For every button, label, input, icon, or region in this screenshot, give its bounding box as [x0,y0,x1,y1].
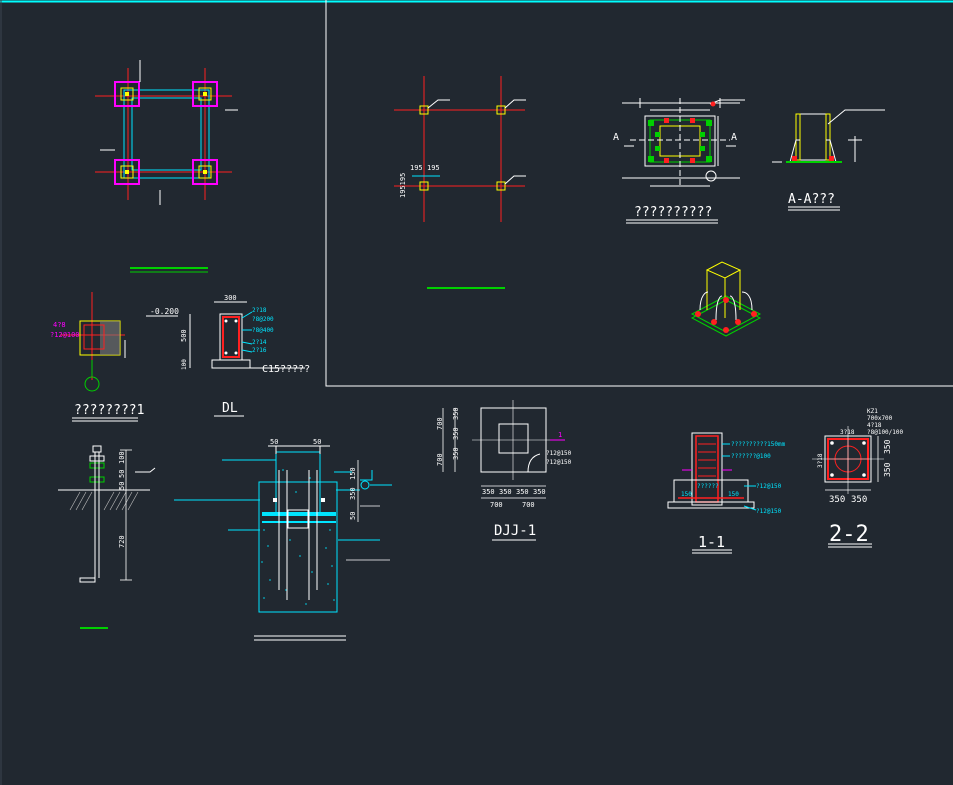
section-11-drawing [667,432,757,554]
djj-dim-700-h2: 700 [522,501,535,509]
djj-note-f12-a: ?12@150 [546,450,572,457]
detail-1-title: ????????1 [74,403,144,418]
section-aa-title: A-A??? [788,192,835,207]
dl-note-2f14: 2?14 [252,339,267,346]
axis-grid-plan [394,76,526,289]
s11-note-mid: ???????@100 [731,453,771,460]
section-22-drawing [812,426,884,548]
djj-dim-350-v2: 350 [452,427,460,440]
djj-dim-350-h3: 350 [516,488,529,496]
djj-dim-350-v1: 350 [452,407,460,420]
found-dim-150: 150 [349,467,357,480]
column-base-plan [622,98,745,224]
section-mark-a-left: A [613,132,619,143]
column-foundation-section [174,445,392,641]
detail-1-note-f12: ?12@100 [50,331,80,339]
s22-dim-350-h2: 350 [851,495,867,505]
djj-dim-700-h1: 700 [490,501,503,509]
s22-note-e: 3?18 [817,453,824,468]
djj-section-mark-1: 1 [558,431,562,439]
anchor-bolt-detail [58,445,156,629]
found-dim-350: 350 [349,487,357,500]
isometric-base-3d [690,261,762,337]
s11-note-r2: ?12@150 [756,508,782,515]
dim-195-a: 195 [410,164,423,172]
s11-note-small: ?????? [697,483,719,490]
section-mark-a-right: A [731,132,737,143]
djj-title: DJJ-1 [494,523,536,539]
djj-dim-700-v1: 700 [436,417,444,430]
dl-title: DL [222,401,238,416]
dl-note-f8-400: ?8@400 [252,327,274,334]
s11-dim-150-l: 150 [681,491,692,498]
found-dim-50-c: 50 [349,512,357,520]
section-22-title: 2-2 [829,522,869,547]
bolt-dim-100: 100 [118,451,126,464]
dl-dim-500: 500 [180,329,188,342]
detail-1-drawing [60,292,138,422]
s11-note-r1: ?12@150 [756,483,782,490]
s22-dim-350-h1: 350 [829,495,845,505]
base-plan-title: ?????????? [634,205,712,220]
s22-note-c: ?8@100/100 [867,429,904,436]
s22-note-b: 4?18 [867,422,882,429]
djj-dim-700-v2: 700 [436,453,444,466]
s11-note-top: ??????????150mm [731,441,786,448]
section-aa-drawing [772,109,885,211]
dim-195195: 195195 [399,173,407,198]
s22-dim-350-v2: 350 [883,462,892,477]
djj-note-f12-b: ?12@150 [546,459,572,466]
s11-dim-150-r: 150 [728,491,739,498]
dl-elevation: -0.200 [150,307,179,316]
column-frame-plan [95,60,238,273]
s22-note-d: 3?18 [840,429,855,436]
s22-note-kz: KZ1 [867,408,878,415]
found-dim-50-b: 50 [313,438,321,446]
dl-note-2f18: 2?18 [252,307,267,314]
dl-note-2f16: 2?16 [252,347,267,354]
djj-dim-350-v3: 350 [452,447,460,460]
dl-dim-300: 300 [224,294,237,302]
djj-dim-350-h2: 350 [499,488,512,496]
dl-note-f8-200: ?8@200 [252,316,274,323]
djj-1-plan [442,400,565,541]
dl-c15-note: C15????? [262,364,310,375]
s22-note-a: 700x700 [867,415,893,422]
bolt-dim-720: 720 [118,535,126,548]
bolt-dim-50-b: 50 [118,482,126,490]
djj-dim-350-h1: 350 [482,488,495,496]
djj-dim-350-h4: 350 [533,488,546,496]
dim-195-b: 195 [427,164,440,172]
dl-dim-100: 100 [181,359,188,370]
s22-dim-350-v1: 350 [883,439,892,454]
detail-1-note-4f8: 4?8 [53,321,66,329]
viewport-frame [325,0,953,387]
found-dim-50-a: 50 [270,438,278,446]
dl-beam-section [146,301,305,417]
bolt-dim-50-a: 50 [118,470,126,478]
section-11-title: 1-1 [698,533,725,551]
